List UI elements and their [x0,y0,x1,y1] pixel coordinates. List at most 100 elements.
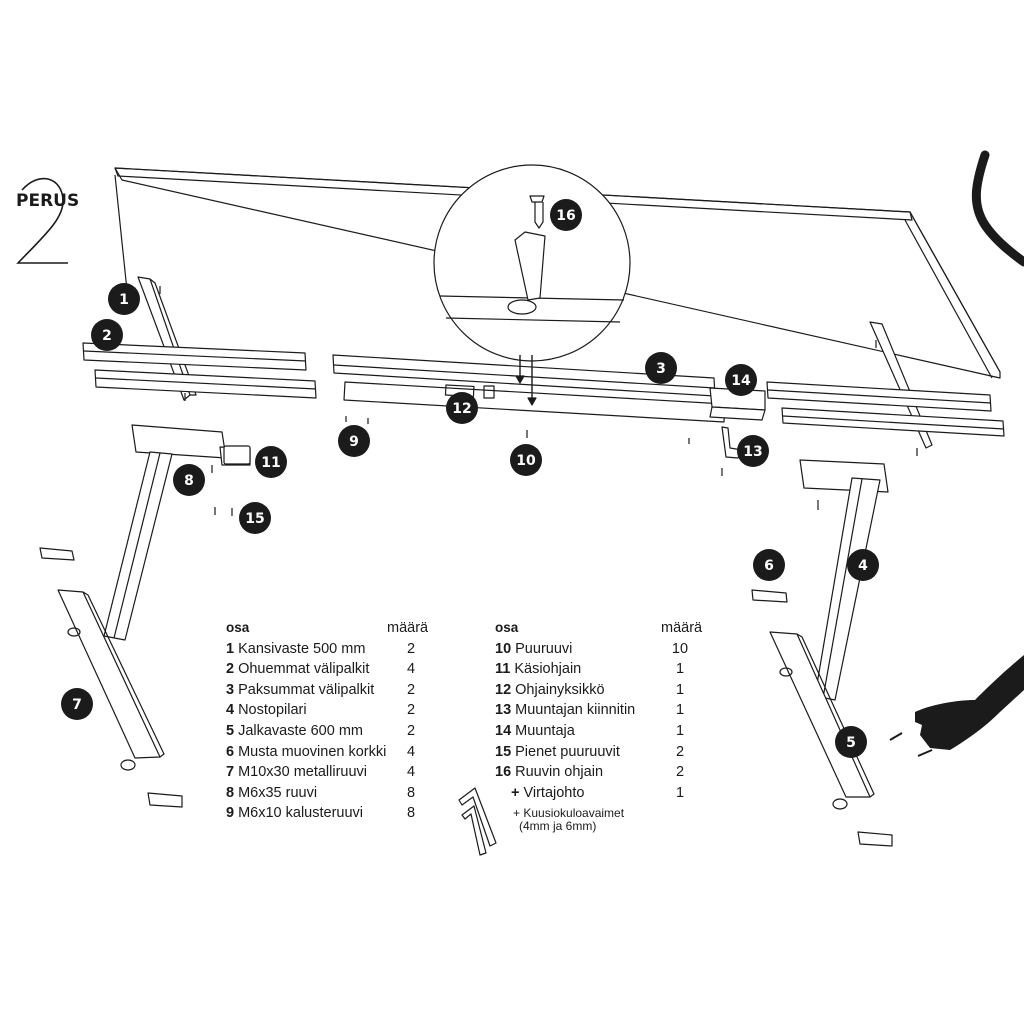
callout-number: 14 [731,373,751,389]
hex-key-note: + Kuusiokuloavaimet (4mm ja 6mm) [513,806,625,834]
part-quantity: 4 [406,743,416,760]
callout-badge-1: 1 [108,283,140,315]
callout-circle [239,502,271,534]
part-quantity: 8 [406,805,416,822]
callout-circle [61,688,93,720]
callout-badge-12: 12 [446,392,478,424]
callout-number: 7 [72,697,82,713]
callout-badge-15: 15 [239,502,271,534]
part-quantity: 4 [406,661,416,678]
cap-left-top [39,547,75,561]
part-number: 12 [495,681,512,698]
part-name: M10x30 metalliruuvi [238,764,368,781]
part-quantity: 2 [675,743,685,760]
thin-beams-right [766,381,1005,437]
callout-circle [725,364,757,396]
part-quantity: 1 [675,722,685,739]
callout-number: 3 [656,361,666,377]
callout-badge-7: 7 [61,688,93,720]
part-number: 10 [495,640,512,657]
part-quantity: 1 [675,681,685,698]
callout-badge-13: 13 [737,435,769,467]
part-name: Ohuemmat välipalkit [238,661,370,678]
lifting-column-right [799,459,889,701]
callout-number: 12 [452,401,471,417]
part-quantity: 1 [675,784,685,801]
part-name: M6x10 kalusteruuvi [238,805,363,822]
callout-number: 16 [556,208,575,224]
part-name: Paksummat välipalkit [238,681,375,698]
part-name: Puuruuvi [515,640,573,657]
part-name: Jalkavaste 600 mm [238,722,363,739]
part-name: Kansivaste 500 mm [238,640,366,657]
callout-number: 9 [349,434,359,450]
part-number: 8 [226,784,235,801]
part-quantity: 2 [406,722,416,739]
callout-circle [510,444,542,476]
callout-number: 8 [184,473,194,489]
part-quantity: 2 [406,702,416,719]
part-number: 13 [495,702,512,719]
part-number: 1 [226,640,235,657]
callout-badge-6: 6 [753,549,785,581]
callout-number: 10 [516,453,536,469]
part-name: Muuntaja [515,722,575,739]
callout-circle [173,464,205,496]
callout-badge-3: 3 [645,352,677,384]
callout-badge-14: 14 [725,364,757,396]
cap-right-bottom [857,831,893,847]
part-number: 16 [495,764,512,781]
callout-badge-5: 5 [835,726,867,758]
part-name: Muuntajan kiinnitin [515,702,636,719]
part-quantity: 2 [406,640,416,657]
cap-right-top [751,589,788,603]
part-name: Pienet puuruuvit [515,743,620,760]
part-number: 4 [226,702,235,719]
callout-circle [835,726,867,758]
part-number: 9 [226,805,235,822]
part-number: 11 [495,661,511,678]
callout-badge-11: 11 [255,446,287,478]
part-number: 2 [226,661,235,678]
callout-number: 5 [846,735,856,751]
perus-2-logo: PERUS [16,177,79,264]
callout-badge-10: 10 [510,444,542,476]
part-name: Nostopilari [238,702,307,719]
callout-number: 6 [764,558,774,574]
callout-badge-2: 2 [91,319,123,351]
part-name: M6x35 ruuvi [238,784,318,801]
parts-header: osa [226,620,250,635]
part-number: 3 [226,681,235,698]
callout-circle [108,283,140,315]
part-quantity: 8 [406,784,416,801]
transformer [709,387,766,421]
parts-header: osa [495,620,519,635]
callout-badge-16: 16 [550,199,582,231]
part-number: 14 [495,722,512,739]
callout-number: 1 [119,292,129,308]
callout-circle [645,352,677,384]
callout-circle [847,549,879,581]
logo-word: PERUS [16,191,79,211]
callout-number: 15 [245,511,264,527]
power-cord-upper [971,150,1024,267]
callout-circle [338,425,370,457]
logo-numeral-2 [16,177,68,264]
callout-circle [91,319,123,351]
part-number: 6 [226,743,235,760]
part-quantity: 10 [671,640,689,657]
part-name: Musta muovinen korkki [238,743,387,760]
callout-number: 13 [743,444,762,460]
